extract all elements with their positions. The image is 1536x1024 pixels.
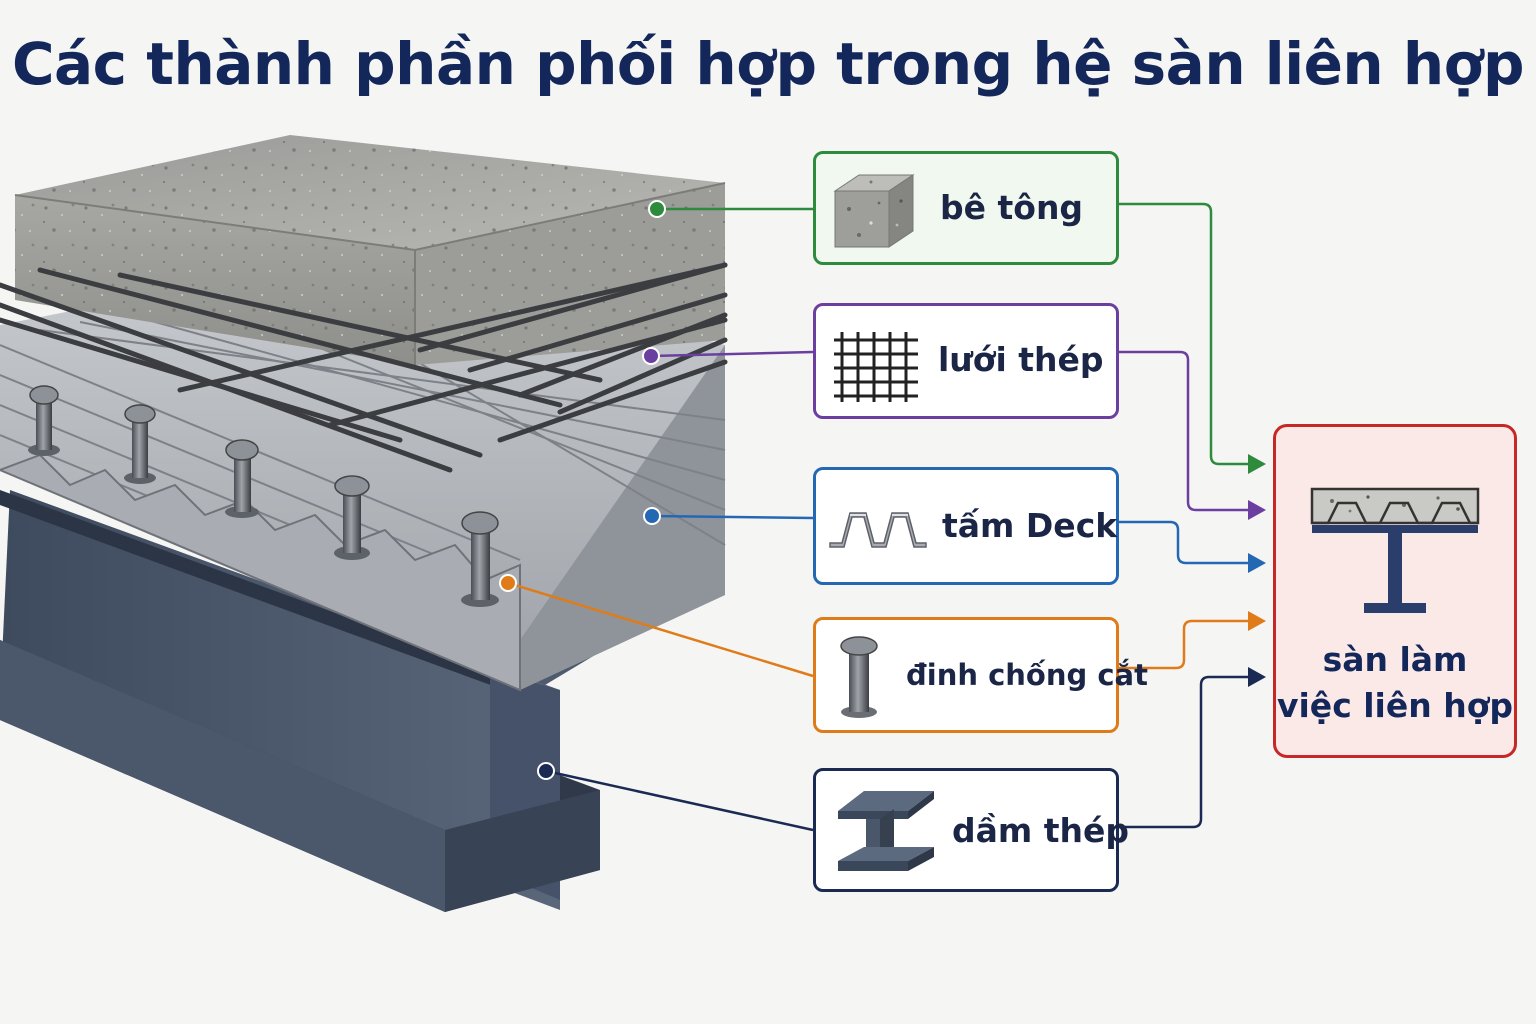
arrowhead-mesh: [1248, 500, 1266, 520]
label-box-stud: đinh chống cắt: [813, 617, 1148, 733]
label-beam: dầm thép: [952, 811, 1130, 850]
anchor-dot-stud: [499, 574, 517, 592]
leader-line-beam: [545, 769, 814, 832]
composite-floor-icon: [1310, 487, 1480, 613]
anchor-dot-beam: [537, 762, 555, 780]
connector-deck: [1118, 520, 1250, 565]
arrowhead-deck: [1248, 553, 1266, 573]
label-deck: tấm Deck: [942, 506, 1118, 545]
leader-line-deck: [651, 514, 814, 520]
shear-stud: [124, 404, 156, 484]
steel-mesh-icon: [834, 332, 918, 402]
arrowhead-beam: [1248, 667, 1266, 687]
leader-line-mesh: [650, 350, 814, 358]
label-box-deck: tấm Deck: [813, 467, 1119, 585]
shear-stud: [28, 385, 60, 456]
label-mesh: lưới thép: [938, 340, 1104, 379]
leader-line-stud: [507, 581, 814, 678]
shear-stud: [334, 475, 370, 560]
label-box-beam: dầm thép: [813, 768, 1129, 892]
anchor-dot-concrete: [648, 200, 666, 218]
shear-studs: [28, 385, 499, 607]
concrete-block-icon: [833, 174, 915, 248]
shear-stud-icon: [840, 636, 878, 718]
deck-sheet-icon: [829, 512, 927, 548]
anchor-dot-deck: [643, 507, 661, 525]
label-stud: đinh chống cắt: [906, 658, 1148, 692]
arrowhead-concrete: [1248, 454, 1266, 474]
connector-stud: [1118, 619, 1250, 670]
deck-sheet: [0, 250, 726, 692]
arrowhead-stud: [1248, 611, 1266, 631]
steel-mesh: [0, 262, 728, 473]
shear-stud: [225, 439, 259, 518]
page-title: Các thành phần phối hợp trong hệ sàn liê…: [11, 30, 1525, 98]
connector-beam: [1118, 675, 1250, 829]
steel-beam-icon: [838, 791, 934, 871]
shear-stud: [461, 511, 499, 607]
connector-concrete: [1118, 202, 1250, 466]
connector-mesh: [1118, 350, 1250, 512]
result-box: sàn làm việc liên hợp: [1273, 424, 1517, 758]
label-box-mesh: lưới thép: [813, 303, 1119, 419]
anchor-dot-mesh: [642, 347, 660, 365]
label-concrete: bê tông: [940, 188, 1084, 227]
result-label: sàn làm việc liên hợp: [1276, 640, 1514, 725]
label-box-concrete: bê tông: [813, 151, 1119, 265]
